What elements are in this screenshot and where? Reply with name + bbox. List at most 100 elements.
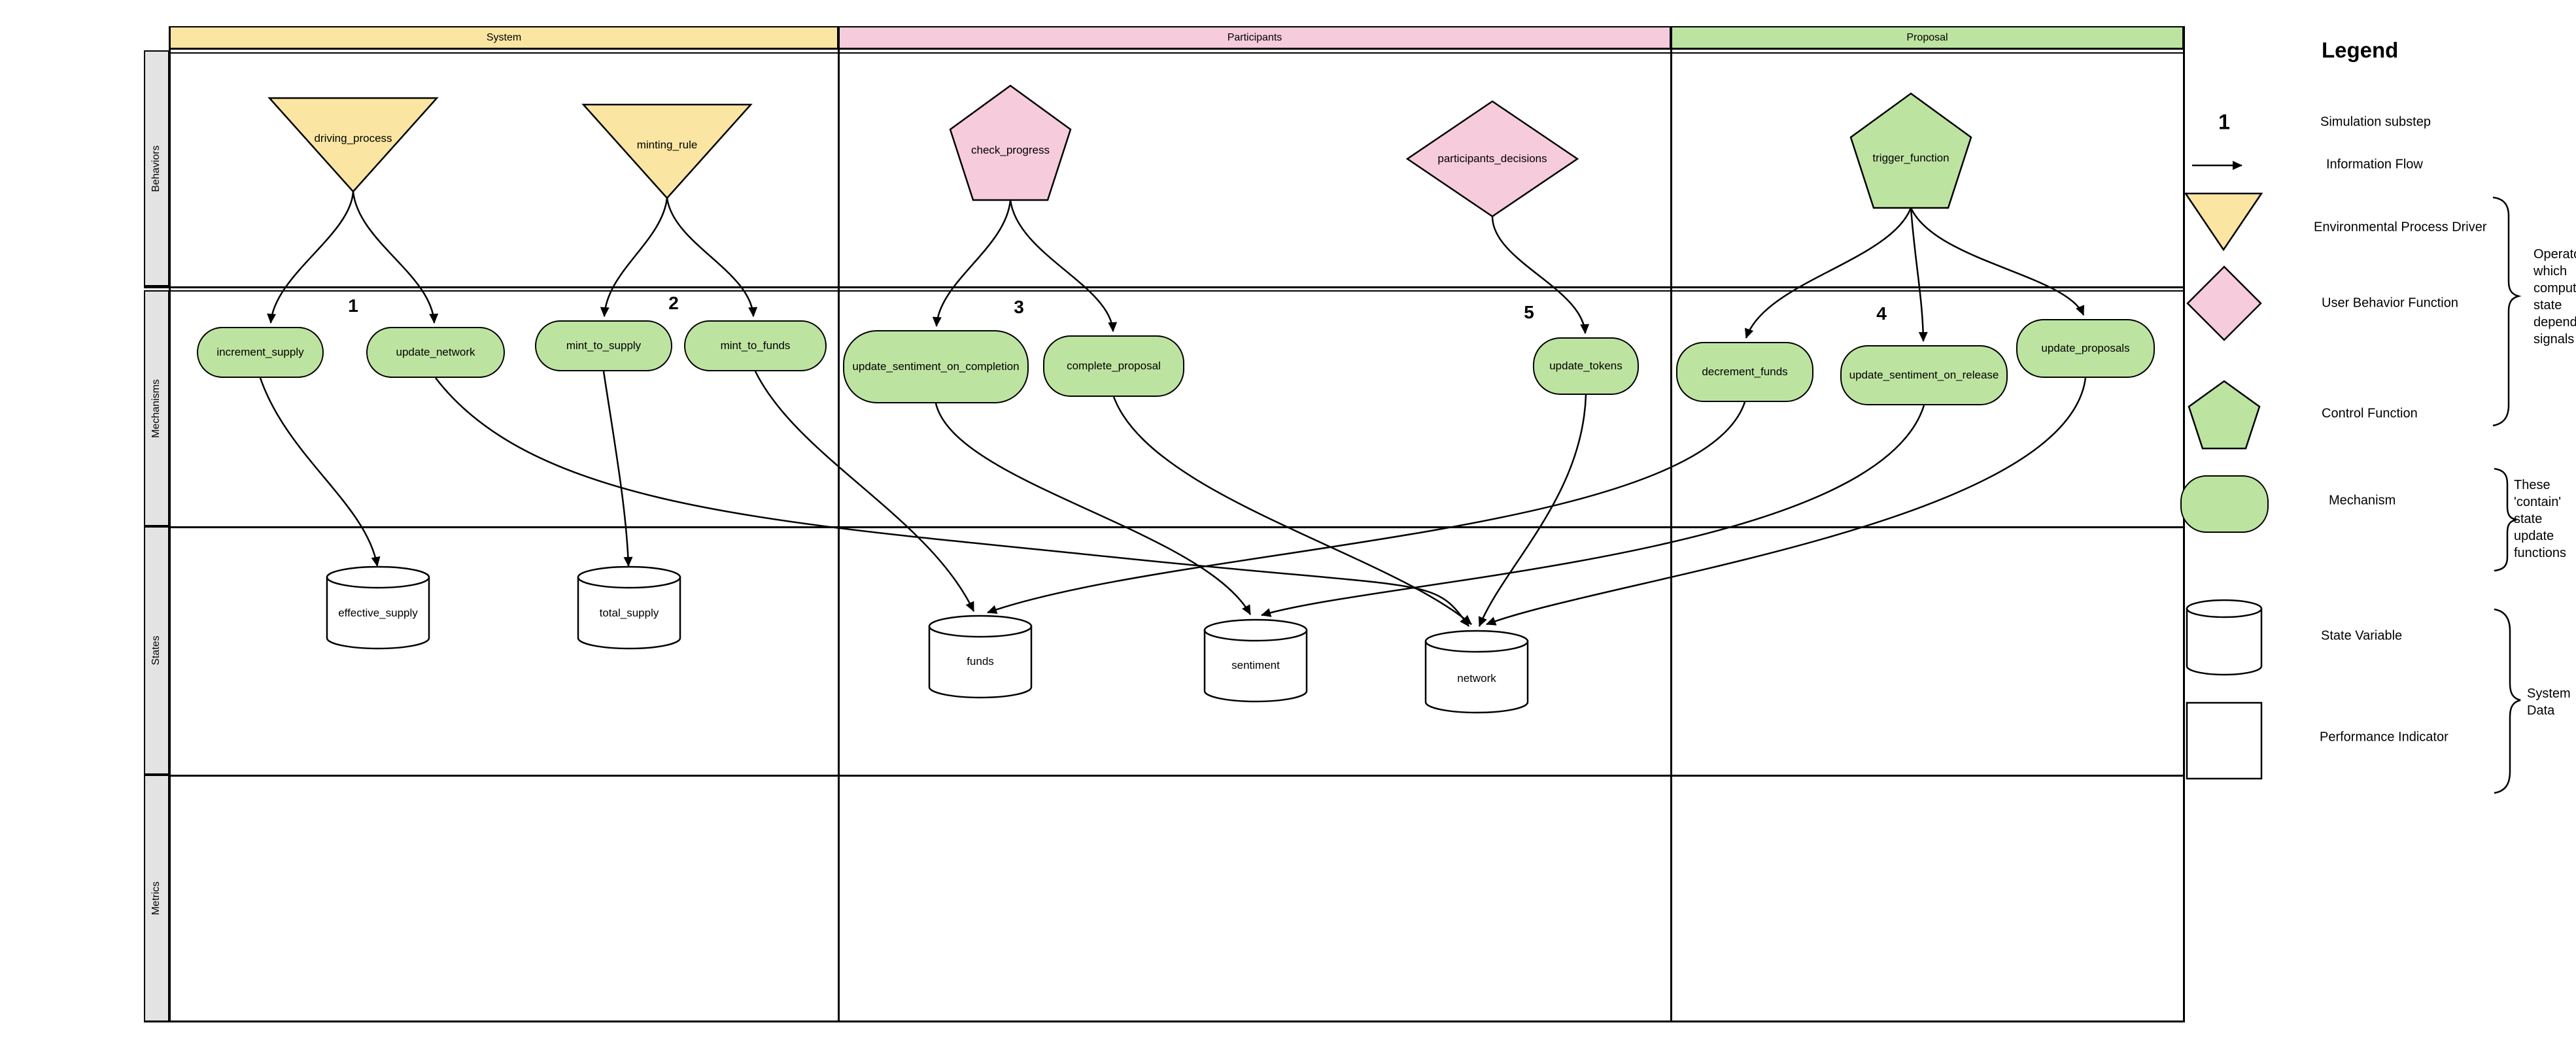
brace-system-data-group bbox=[2494, 608, 2521, 794]
legend-label-performance-indicator: Performance Indicator bbox=[2320, 730, 2448, 745]
legend-label-state-variable: State Variable bbox=[2321, 628, 2403, 643]
edge-update-sentiment-on-release-sentiment bbox=[1261, 405, 1925, 617]
annotation-line: which bbox=[2533, 264, 2567, 278]
mechanism-label: update_network bbox=[396, 346, 475, 358]
mechanism-label: update_tokens bbox=[1549, 360, 1623, 372]
edge-participants-decisions-update-tokens bbox=[1491, 216, 1590, 334]
mechanism-label: decrement_funds bbox=[1702, 365, 1788, 378]
substep-number-3: 3 bbox=[1014, 297, 1024, 317]
mechanism-mint-to-supply: mint_to_supply bbox=[535, 320, 672, 371]
annotation-line: 'contain' bbox=[2514, 495, 2562, 509]
state-label-funds: funds bbox=[967, 655, 994, 667]
grid-right-line bbox=[2183, 26, 2185, 1022]
edge-mint-to-supply-total-supply bbox=[602, 371, 633, 567]
legend-label-environmental-process-driver: Environmental Process Driver bbox=[2314, 220, 2487, 235]
substep-number-4: 4 bbox=[1876, 303, 1887, 324]
edge-complete-proposal-network bbox=[1112, 396, 1472, 625]
behavior-label-driving-process: driving_process bbox=[314, 132, 392, 144]
legend-annotation-contain-state-update: These 'contain' state update functions bbox=[2514, 477, 2566, 562]
annotation-line: Operato bbox=[2533, 247, 2576, 262]
edge-update-tokens-network bbox=[1478, 394, 1587, 627]
annotation-line: state bbox=[2514, 512, 2543, 526]
mechanism-label: update_sentiment_on_completion bbox=[852, 360, 1020, 373]
annotation-line: depende bbox=[2533, 315, 2576, 329]
mechanism-label: update_sentiment_on_release bbox=[1849, 369, 1999, 381]
mechanism-complete-proposal: complete_proposal bbox=[1043, 335, 1184, 397]
lane-label-mechanisms: Mechanisms bbox=[150, 379, 162, 438]
grid-mechanisms-top-line bbox=[144, 290, 2185, 292]
annotation-line: System bbox=[2527, 686, 2571, 701]
column-header-proposal: Proposal bbox=[1671, 26, 2184, 49]
legend-label-user-behavior-function: User Behavior Function bbox=[2322, 295, 2458, 311]
grid-left-line bbox=[169, 26, 171, 1022]
grid-states-bottom-line bbox=[144, 775, 2185, 777]
mechanism-update-proposals: update_proposals bbox=[2016, 319, 2155, 378]
state-cylinder-total-supply bbox=[577, 565, 681, 650]
edge-mint-to-funds-funds bbox=[754, 371, 975, 612]
annotation-line: functions bbox=[2514, 546, 2567, 560]
edge-driving-process-update-network bbox=[352, 191, 439, 324]
behavior-label-check-progress: check_progress bbox=[970, 144, 1050, 156]
mechanism-icon bbox=[2180, 475, 2269, 533]
brace-mechanism-group bbox=[2494, 467, 2517, 572]
state-label-effective-supply: effective_supply bbox=[338, 607, 418, 619]
behavior-label-trigger-function: trigger_function bbox=[1872, 152, 1949, 164]
mechanism-label: update_proposals bbox=[2041, 342, 2130, 354]
legend-annotation-system-data: System Data bbox=[2527, 685, 2571, 719]
annotation-line: These bbox=[2514, 478, 2550, 492]
edge-trigger-function-decrement-funds bbox=[1744, 207, 1912, 339]
lane-cell-metrics bbox=[144, 775, 169, 1022]
column-header-system-label: System bbox=[486, 31, 522, 43]
substep-number-2: 2 bbox=[668, 293, 679, 313]
diamond-icon bbox=[2186, 265, 2262, 341]
grid-behaviors-bottom-line bbox=[144, 286, 2185, 288]
triangle-down-icon bbox=[2184, 192, 2263, 252]
edge-check-progress-update-sentiment-on-completion bbox=[932, 199, 1012, 327]
information-flow-edges bbox=[259, 191, 2087, 627]
brace-operators-group bbox=[2492, 196, 2522, 427]
edge-trigger-function-update-proposals bbox=[1910, 207, 2085, 316]
state-cylinder-sentiment bbox=[1203, 618, 1308, 703]
grid-behaviors-top-line bbox=[169, 52, 2185, 54]
edge-increment-supply-effective-supply bbox=[259, 377, 381, 567]
annotation-line: compute bbox=[2533, 281, 2576, 295]
lane-label-states: States bbox=[150, 635, 162, 666]
behavior-label-participants-decisions: participants_decisions bbox=[1437, 152, 1547, 165]
lane-cell-states bbox=[144, 526, 169, 775]
legend-number-sample: 1 bbox=[2218, 110, 2230, 134]
grid-col-line-system-participants bbox=[838, 26, 840, 1022]
grid-mechanisms-bottom-line bbox=[144, 526, 2185, 528]
substep-number-1: 1 bbox=[348, 295, 358, 316]
minting-rule-triangle bbox=[581, 103, 753, 199]
state-cylinder-funds bbox=[928, 615, 1033, 699]
edge-update-sentiment-on-completion-sentiment bbox=[935, 403, 1252, 615]
state-cylinder-effective-supply bbox=[326, 565, 430, 650]
edge-update-network-network bbox=[435, 377, 1470, 627]
legend-label-information-flow: Information Flow bbox=[2326, 157, 2423, 172]
pentagon-icon bbox=[2188, 380, 2261, 450]
edge-driving-process-increment-supply bbox=[267, 191, 354, 324]
mechanism-label: increment_supply bbox=[216, 346, 304, 358]
legend-annotation-operators: Operato which compute state depende sign… bbox=[2533, 246, 2576, 348]
mechanism-update-network: update_network bbox=[366, 327, 505, 378]
state-cylinder-network bbox=[1424, 630, 1529, 714]
legend-label-simulation-substep: Simulation substep bbox=[2320, 114, 2431, 129]
legend-label-mechanism: Mechanism bbox=[2329, 493, 2396, 508]
mechanism-increment-supply: increment_supply bbox=[197, 327, 324, 378]
driving-process-triangle bbox=[267, 97, 439, 193]
check-progress-pentagon bbox=[949, 84, 1072, 201]
legend-label-control-function: Control Function bbox=[2322, 406, 2418, 421]
mechanism-decrement-funds: decrement_funds bbox=[1676, 342, 1813, 402]
annotation-line: update bbox=[2514, 529, 2554, 543]
column-header-participants: Participants bbox=[838, 26, 1671, 49]
lane-cell-mechanisms bbox=[144, 290, 169, 526]
column-header-system: System bbox=[169, 26, 838, 49]
grid-bottom-line bbox=[144, 1021, 2185, 1022]
grid-col-line-participants-proposal bbox=[1670, 26, 1672, 1022]
edge-minting-rule-mint-to-supply bbox=[600, 197, 668, 317]
substep-number-5: 5 bbox=[1524, 302, 1534, 322]
participants-decisions-diamond bbox=[1405, 100, 1579, 218]
square-icon bbox=[2186, 701, 2263, 780]
state-label-total-supply: total_supply bbox=[599, 607, 659, 619]
lane-label-behaviors: Behaviors bbox=[150, 145, 162, 192]
